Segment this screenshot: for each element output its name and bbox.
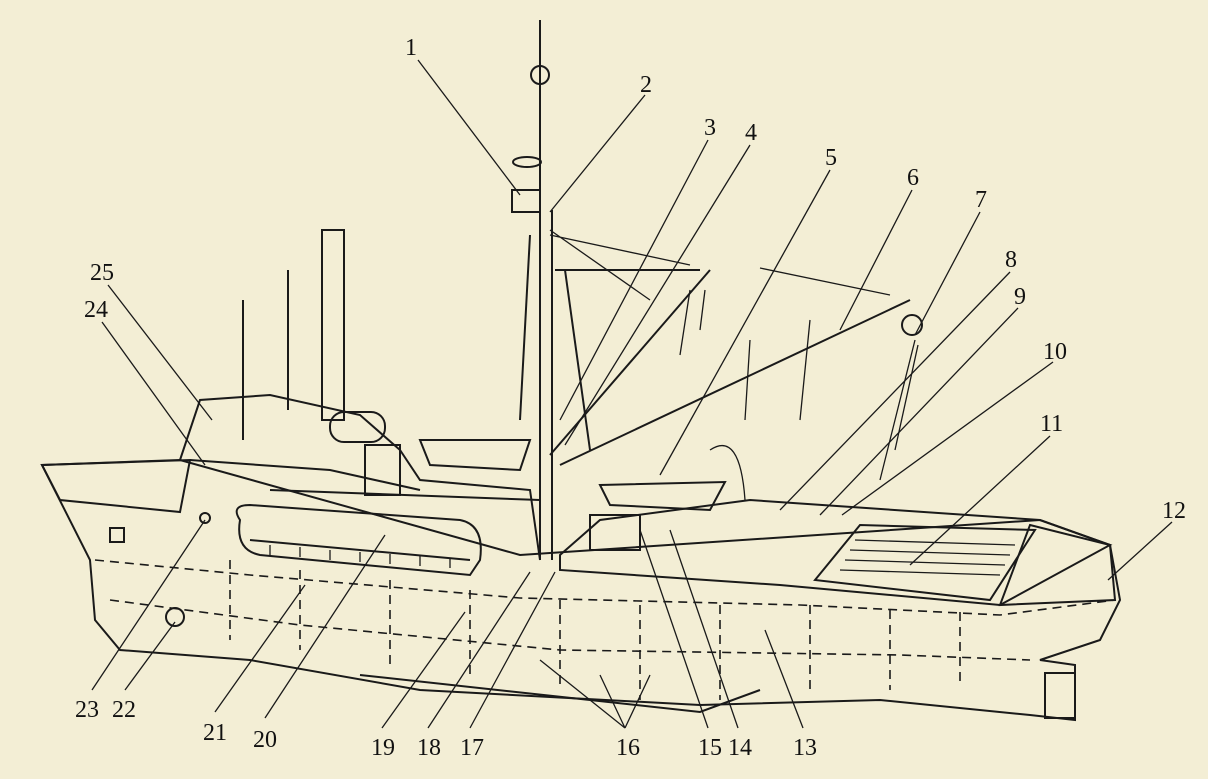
- label-16: 16: [616, 735, 640, 761]
- label-15: 15: [698, 735, 722, 761]
- label-11: 11: [1040, 411, 1063, 437]
- label-18: 18: [417, 735, 441, 761]
- label-12: 12: [1162, 498, 1186, 524]
- hull: [40, 458, 1122, 722]
- label-8: 8: [1005, 247, 1017, 273]
- label-13: 13: [793, 735, 817, 761]
- label-9: 9: [1014, 284, 1026, 310]
- masts: [242, 20, 591, 560]
- label-21: 21: [203, 720, 227, 746]
- label-3: 3: [704, 115, 716, 141]
- callout-labels: 1 2 3 4 5 6 7 8 9 10 11 12 13 14 15 16 1…: [75, 35, 1186, 761]
- label-5: 5: [825, 145, 837, 171]
- label-25: 25: [90, 260, 114, 286]
- label-22: 22: [112, 697, 136, 723]
- label-4: 4: [745, 120, 757, 146]
- booms-and-rigging: [549, 229, 923, 481]
- label-23: 23: [75, 697, 99, 723]
- label-24: 24: [84, 297, 108, 323]
- label-7: 7: [975, 187, 987, 213]
- label-20: 20: [253, 727, 277, 753]
- label-14: 14: [728, 735, 752, 761]
- label-17: 17: [460, 735, 484, 761]
- label-2: 2: [640, 72, 652, 98]
- forecastle-and-superstructure: [40, 393, 541, 627]
- label-6: 6: [907, 165, 919, 191]
- leader-lines: [91, 59, 1173, 729]
- label-10: 10: [1043, 339, 1067, 365]
- label-1: 1: [405, 35, 417, 61]
- boats-and-deck: [418, 439, 1117, 719]
- label-19: 19: [371, 735, 395, 761]
